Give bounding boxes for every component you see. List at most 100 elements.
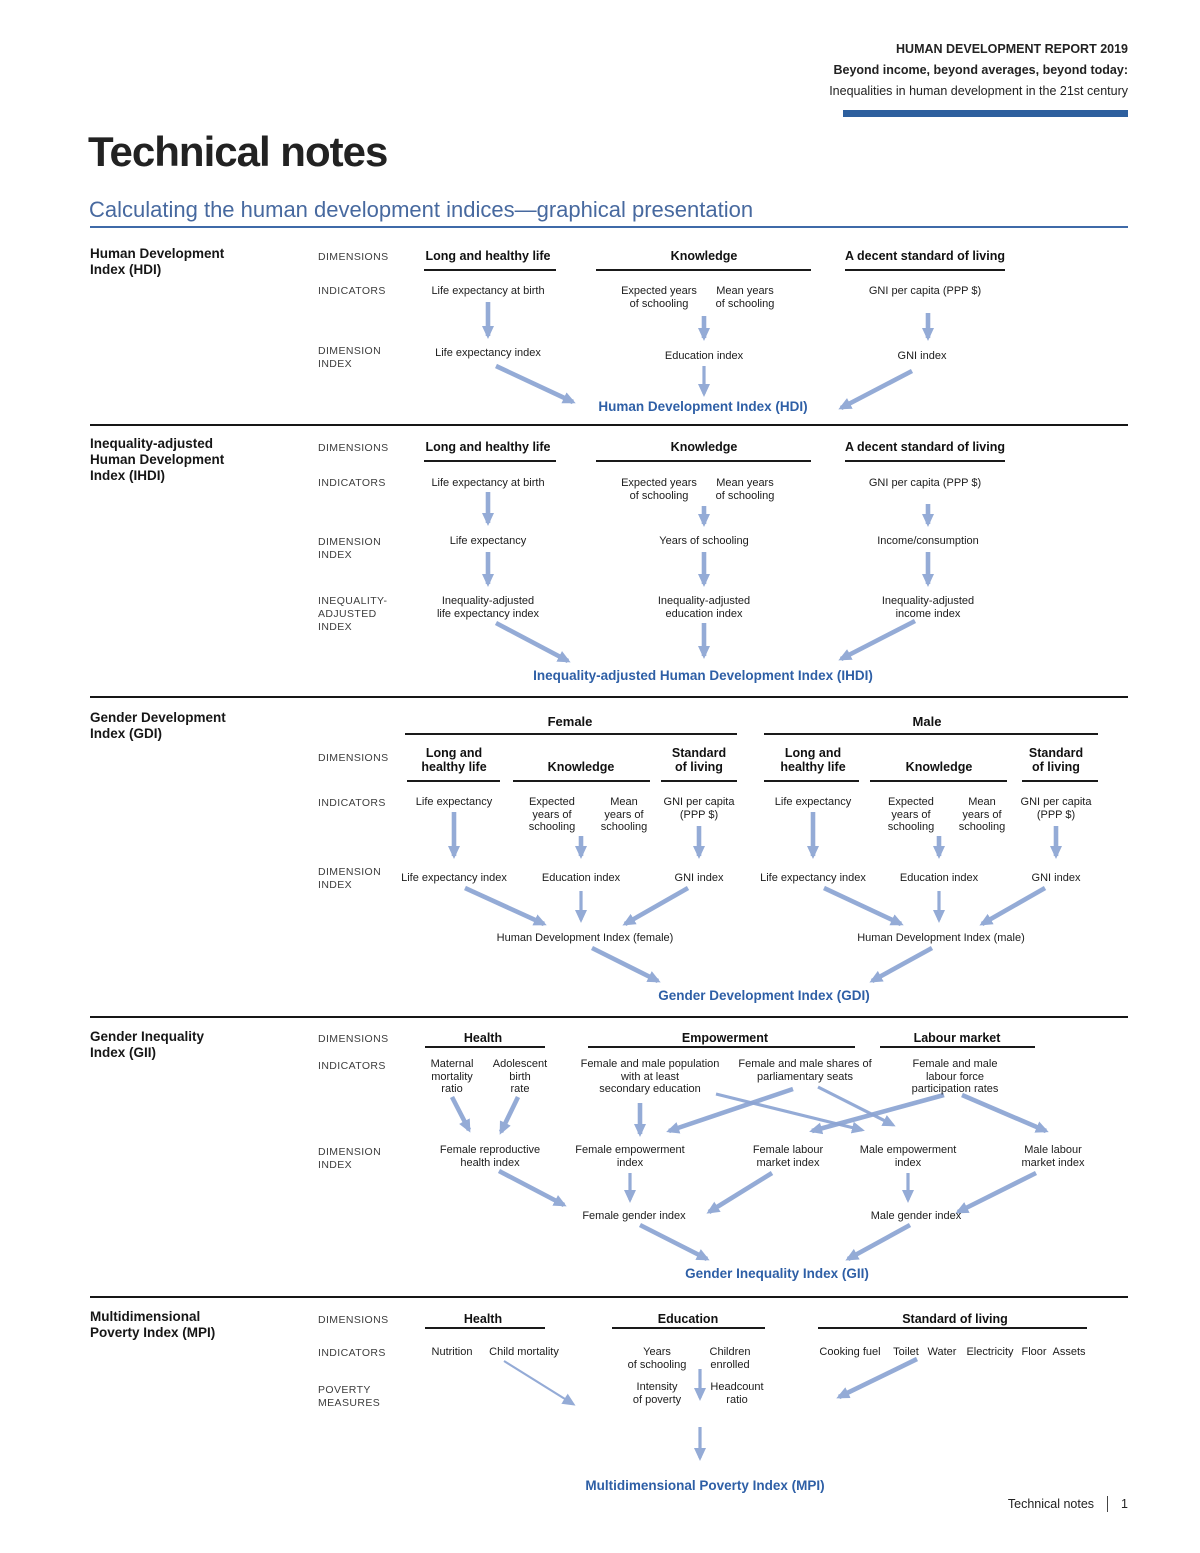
indicator: Life expectancy — [415, 796, 493, 808]
page-footer: Technical notes 1 — [1008, 1496, 1128, 1512]
dimension-index: Life expectancy index — [401, 872, 507, 884]
column-underline — [612, 1327, 765, 1329]
dimension-index: Life expectancy — [449, 535, 527, 547]
report-subtitle-line2: Inequalities in human development in the… — [829, 84, 1128, 98]
arrow — [836, 1356, 919, 1400]
row-label-indicators: INDICATORS — [318, 477, 386, 489]
column-underline — [845, 460, 1005, 462]
row-label-dimensions: DIMENSIONS — [318, 251, 389, 263]
section-title-gdi: Gender Development Index (GDI) — [90, 710, 226, 741]
row-label-dimensions: DIMENSIONS — [318, 1314, 389, 1326]
row-label-inequality-adjusted-index: INEQUALITY- ADJUSTED INDEX — [318, 595, 388, 633]
result-gii: Gender Inequality Index (GII) — [685, 1266, 869, 1281]
result-mpi: Multidimensional Poverty Index (MPI) — [585, 1478, 825, 1493]
arrow — [449, 1095, 472, 1133]
dimension-index: Male empowerment index — [859, 1144, 957, 1169]
arrow — [503, 1360, 576, 1406]
column-underline — [661, 780, 737, 782]
indicator: Expected years of schooling — [621, 477, 697, 502]
row-label-dimensions: DIMENSIONS — [318, 752, 389, 764]
indicator: GNI per capita (PPP $) — [1020, 796, 1092, 821]
indicator: Life expectancy — [774, 796, 852, 808]
footer-page-number: 1 — [1121, 1497, 1128, 1511]
column-underline — [596, 269, 811, 271]
poverty-measure: Headcount ratio — [710, 1381, 764, 1406]
column-underline — [1022, 780, 1098, 782]
page-subtitle: Calculating the human development indice… — [89, 197, 754, 222]
dimension-header: Knowledge — [670, 440, 738, 454]
group-underline — [764, 733, 1098, 735]
row-label-poverty-measures: POVERTY MEASURES — [318, 1384, 381, 1409]
indicator: Nutrition — [431, 1346, 473, 1358]
arrow — [838, 368, 914, 411]
arrow — [869, 945, 934, 984]
arrow — [498, 1095, 521, 1135]
arrow — [838, 618, 917, 662]
male-gender-index: Male gender index — [870, 1210, 962, 1222]
indicator: Female and male population with at least… — [580, 1058, 720, 1095]
arrow — [955, 1170, 1038, 1215]
column-underline — [764, 780, 859, 782]
arrow — [497, 1168, 567, 1208]
indicator: Water — [927, 1346, 957, 1358]
dimension-index: Female reproductive health index — [439, 1144, 541, 1169]
group-header-female: Female — [547, 714, 593, 729]
indicator: Mean years of schooling — [715, 477, 775, 502]
arrow — [622, 886, 690, 926]
arrow — [715, 1092, 865, 1134]
arrow — [809, 1092, 945, 1135]
indicator: Mean years of schooling — [958, 796, 1006, 833]
dimension-index: Female empowerment index — [575, 1144, 685, 1169]
row-label-indicators: INDICATORS — [318, 1347, 386, 1359]
footer-separator — [1107, 1496, 1109, 1512]
section-divider — [90, 1016, 1128, 1018]
column-underline — [513, 780, 650, 782]
dimension-header: Long and healthy life — [425, 249, 551, 263]
arrow — [495, 363, 576, 405]
dimension-header: Long and healthy life — [780, 746, 846, 774]
row-label-dimension-index: DIMENSION INDEX — [318, 1146, 382, 1171]
arrow — [845, 1222, 912, 1262]
result-ihdi: Inequality-adjusted Human Development In… — [533, 668, 873, 683]
dimension-index: Male labour market index — [1021, 1144, 1085, 1169]
dimension-header: Knowledge — [547, 760, 615, 774]
report-title: HUMAN DEVELOPMENT REPORT 2019 — [896, 42, 1128, 56]
indicator: Cooking fuel — [819, 1346, 881, 1358]
poverty-measure: Intensity of poverty — [632, 1381, 682, 1406]
dimension-index: Income/consumption — [877, 535, 979, 547]
page-title: Technical notes — [88, 128, 388, 175]
column-underline — [870, 780, 1007, 782]
arrow — [638, 1222, 710, 1262]
dimension-header: Standard of living — [1028, 746, 1084, 774]
indicator: Mean years of schooling — [715, 285, 775, 310]
inequality-adjusted-index: Inequality-adjusted income index — [881, 595, 975, 620]
row-label-dimension-index: DIMENSION INDEX — [318, 866, 382, 891]
report-subtitle-line1: Beyond income, beyond averages, beyond t… — [833, 63, 1128, 77]
indicator: Floor — [1021, 1346, 1047, 1358]
dimension-index: Life expectancy index — [435, 347, 541, 359]
indicator: Expected years of schooling — [621, 285, 697, 310]
arrow — [817, 1085, 896, 1127]
arrow — [494, 620, 571, 664]
female-gender-index: Female gender index — [582, 1210, 686, 1222]
dimension-header: Long and healthy life — [425, 440, 551, 454]
indicator: Maternal mortality ratio — [430, 1058, 474, 1095]
dimension-index: Education index — [664, 350, 744, 362]
dimension-index: Life expectancy index — [760, 872, 866, 884]
indicator: Female and male shares of parliamentary … — [738, 1058, 872, 1083]
dimension-header: Long and healthy life — [421, 746, 487, 774]
indicator: Children enrolled — [709, 1346, 751, 1371]
footer-label: Technical notes — [1007, 1497, 1095, 1511]
indicator: Expected years of schooling — [528, 796, 576, 833]
dimension-header: Education — [657, 1312, 719, 1326]
arrow — [979, 886, 1047, 926]
dimension-index: Years of schooling — [659, 535, 749, 547]
dimension-index: GNI index — [897, 350, 947, 362]
dimension-header: Labour market — [913, 1031, 1001, 1045]
column-underline — [424, 460, 556, 462]
dimension-header: Knowledge — [670, 249, 738, 263]
arrow — [961, 1092, 1049, 1134]
column-underline — [425, 1046, 545, 1048]
section-divider — [90, 696, 1128, 698]
section-title-ihdi: Inequality-adjusted Human Development In… — [90, 436, 225, 483]
